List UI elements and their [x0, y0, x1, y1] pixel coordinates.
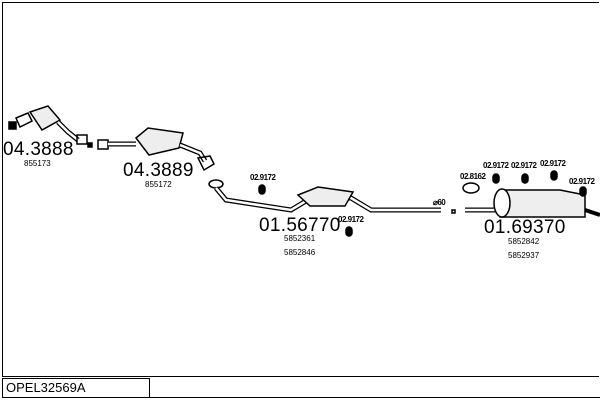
ref-number: 5852846 [284, 248, 316, 257]
front-catalyst [8, 105, 93, 148]
ref-number: 5852842 [508, 237, 540, 246]
clamp-label: 02.9172 [483, 161, 509, 170]
part-number: 01.56770 [259, 215, 341, 236]
clamp-label: 02.9172 [511, 161, 537, 170]
clamp-label: 02.9172 [569, 177, 595, 186]
part-number: 01.69370 [484, 217, 566, 238]
ref-number: 855173 [24, 159, 51, 168]
main-catalyst [97, 127, 215, 172]
clamp-label: 02.9172 [250, 173, 276, 182]
pipe-diameter: ⌀60 [433, 198, 446, 207]
divider [150, 397, 600, 398]
front-muffler-pipe [208, 179, 456, 214]
ref-number: 5852361 [284, 234, 316, 243]
rear-muffler [462, 182, 600, 218]
part-number: 04.3888 [3, 139, 74, 160]
clamp-label: 02.9172 [540, 159, 566, 168]
ref-number: 855172 [145, 180, 172, 189]
clamp-label: 02.9172 [338, 215, 364, 224]
diagram-code: OPEL32569A [2, 378, 150, 398]
clamp-label: 02.8162 [460, 172, 486, 181]
diagram-frame [2, 2, 599, 377]
rubber-mounts [258, 170, 587, 237]
part-number: 04.3889 [123, 160, 194, 181]
ref-number: 5852937 [508, 251, 540, 260]
